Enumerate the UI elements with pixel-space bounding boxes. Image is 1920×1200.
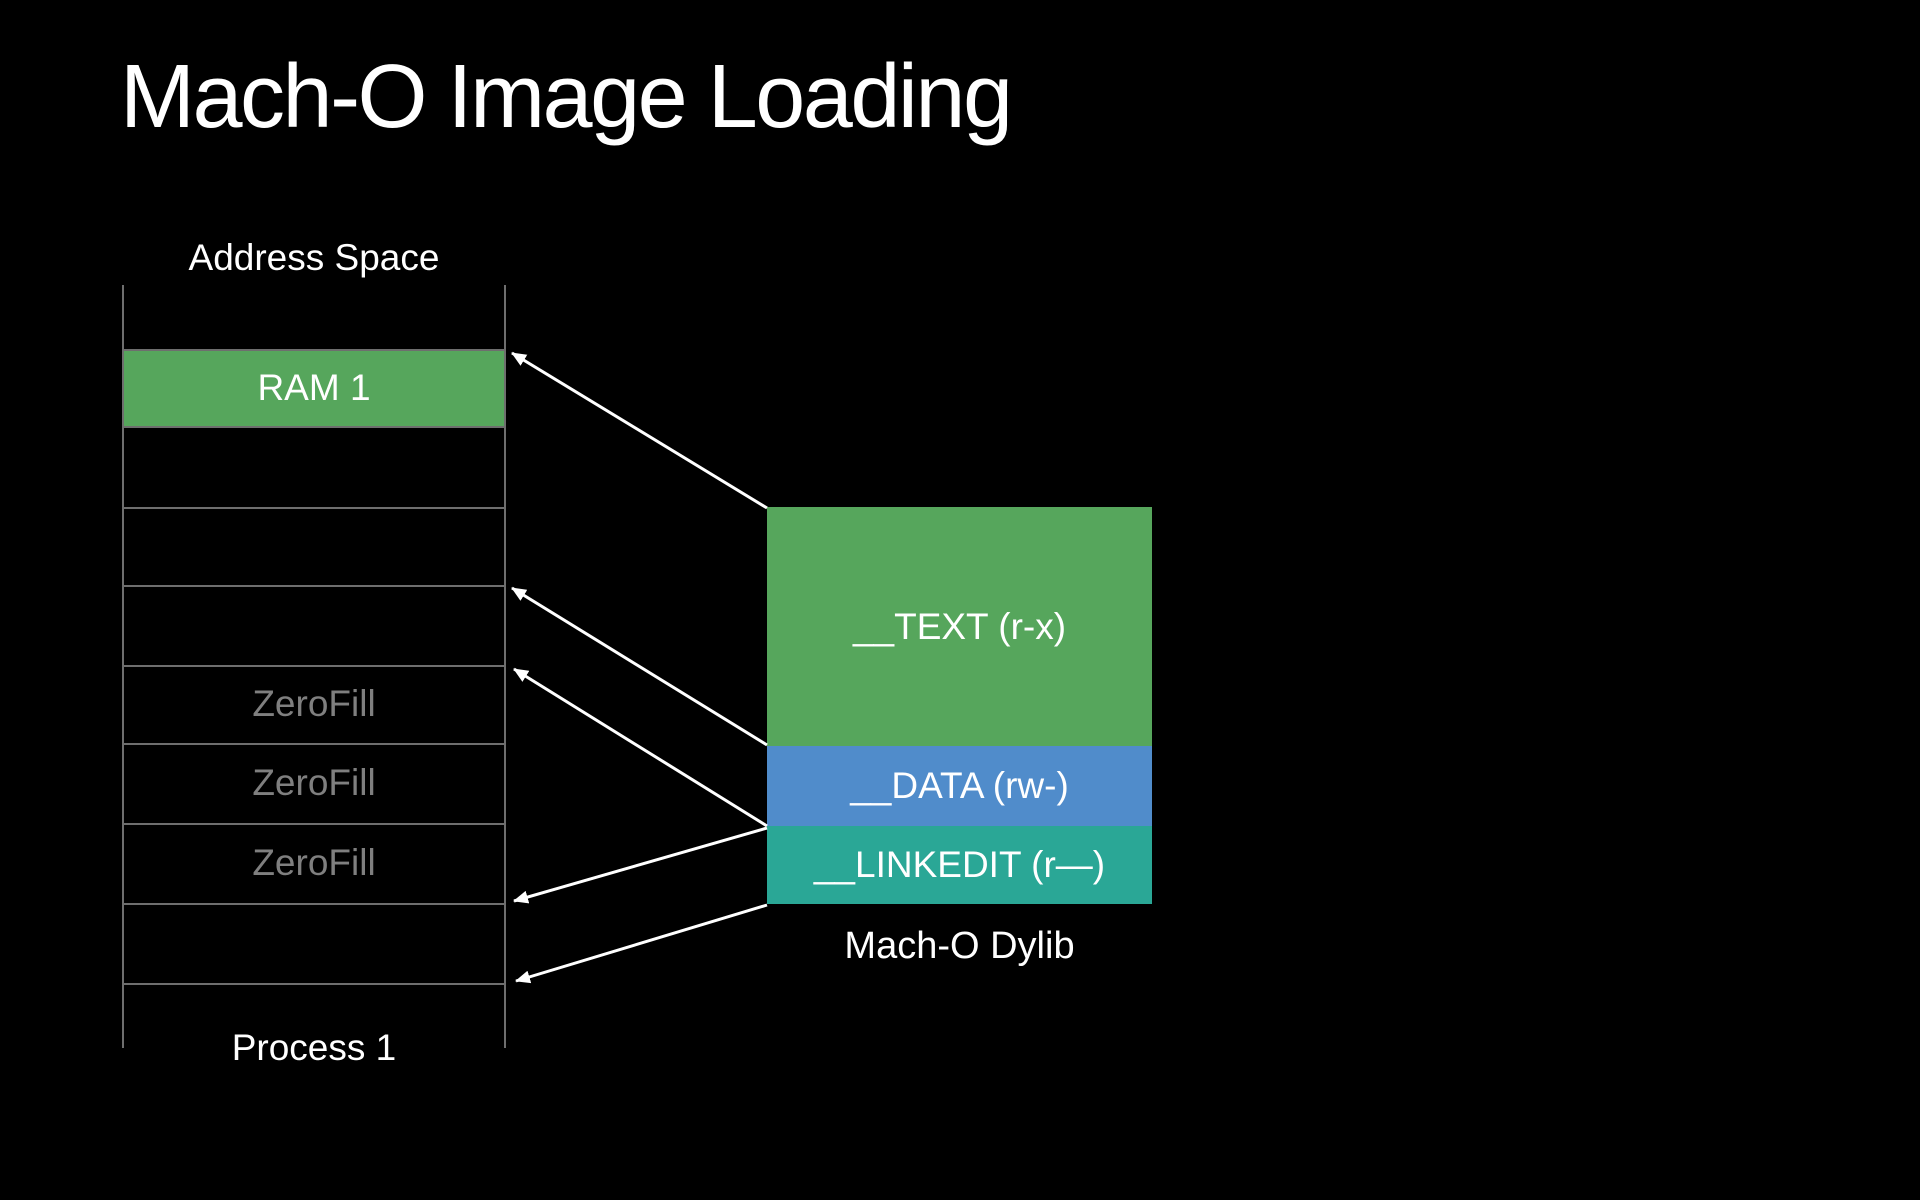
ladder-line: [122, 349, 506, 351]
mapping-arrow: [513, 667, 768, 828]
segment-data-label: __DATA (rw-): [850, 765, 1069, 806]
ladder-line: [122, 983, 506, 985]
ram1-row-fill: [124, 349, 504, 428]
zerofill-row-label: ZeroFill: [252, 762, 376, 803]
mapping-arrow: [513, 826, 768, 904]
segment-linkedit-label: __LINKEDIT (r—): [813, 844, 1106, 885]
segment-text: __TEXT (r-x): [767, 507, 1152, 746]
mach-o-dylib-box: __TEXT (r-x) __DATA (rw-) __LINKEDIT (r—…: [767, 507, 1152, 967]
address-space-label: Address Space: [188, 237, 440, 278]
zerofill-row-label: ZeroFill: [252, 683, 376, 724]
mapping-arrow: [511, 351, 768, 510]
dylib-caption: Mach-O Dylib: [844, 925, 1075, 967]
ladder-line: [122, 743, 506, 745]
mapping-arrow: [511, 586, 768, 747]
segment-text-label: __TEXT (r-x): [852, 605, 1067, 647]
ladder-line: [122, 903, 506, 905]
slide-title: Mach-O Image Loading: [120, 47, 1013, 147]
ladder-line: [122, 585, 506, 587]
mapping-arrow: [515, 903, 768, 984]
ladder-line: [122, 507, 506, 509]
zerofill-row-label: ZeroFill: [252, 842, 376, 883]
process-label: Process 1: [231, 1027, 397, 1068]
segment-linkedit: __LINKEDIT (r—): [767, 826, 1152, 904]
address-space-diagram: Address Space RAM 1 ZeroFill ZeroFill Ze…: [122, 237, 506, 1068]
segment-data: __DATA (rw-): [767, 746, 1152, 826]
ram1-row-label: RAM 1: [257, 366, 371, 408]
ladder-line: [122, 823, 506, 825]
ladder-line: [122, 665, 506, 667]
ladder-line: [122, 426, 506, 428]
